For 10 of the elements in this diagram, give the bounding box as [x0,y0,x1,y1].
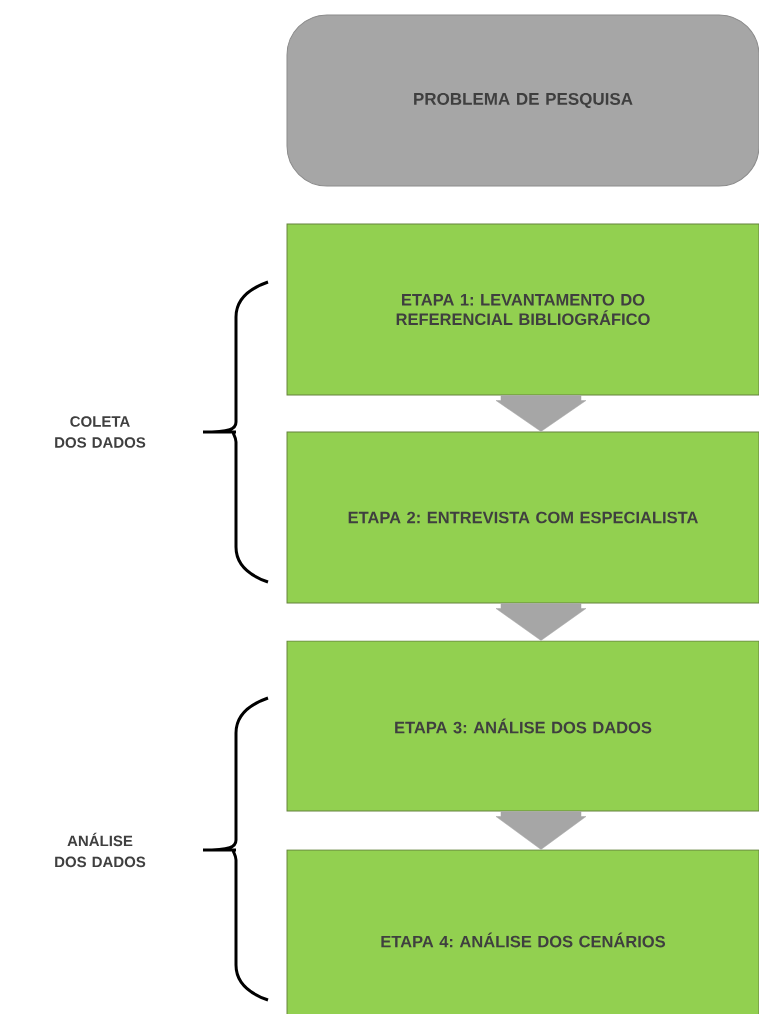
step-box: ETAPA 1: LEVANTAMENTO DO REFERENCIAL BIBLIOGRÁFICO [286,223,759,396]
start-box: PROBLEMA DE PESQUISA [286,14,759,187]
step-box: ETAPA 3: ANÁLISE DOS DADOS [286,640,759,812]
block-arrow [495,811,587,850]
side-label: COLETA DOS DADOS [55,416,146,448]
step-box: ETAPA 2: ENTREVISTA COM ESPECIALISTA [286,431,759,604]
step-box: ETAPA 4: ANÁLISE DOS CENÁRIOS [286,849,759,1014]
block-arrow [495,395,587,432]
block-arrow [495,603,587,641]
side-label: ANÁLISE DOS DADOS [55,832,146,868]
